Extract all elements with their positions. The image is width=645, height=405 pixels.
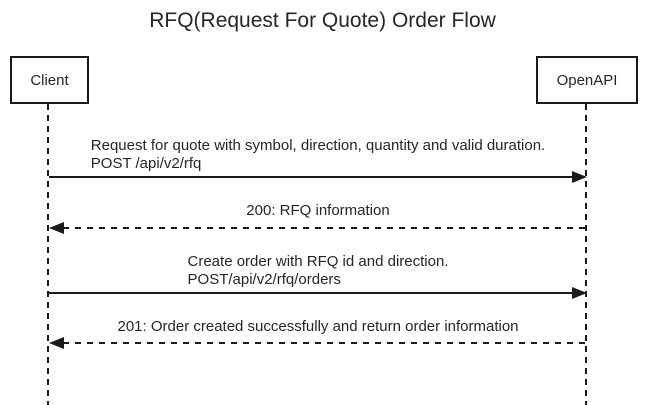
arrowhead-left-icon	[49, 222, 64, 234]
arrowhead-left-icon	[49, 337, 64, 349]
message-3-text-line-2: POST/api/v2/rfq/orders	[187, 271, 341, 288]
diagram-title: RFQ(Request For Quote) Order Flow	[149, 9, 496, 32]
openapi-lifeline	[585, 104, 587, 405]
arrowhead-right-icon	[572, 287, 587, 299]
message-1-text-line-2: POST /api/v2/rfq	[90, 155, 202, 172]
arrowhead-right-icon	[572, 171, 587, 183]
actor-openapi-box: OpenAPI	[536, 56, 638, 104]
message-4-text-line-1: 201: Order created successfully and retu…	[117, 318, 519, 335]
message-3-label: Create order with RFQ id and direction. …	[49, 253, 587, 289]
message-4-label: 201: Order created successfully and retu…	[49, 318, 587, 336]
message-3-text-line-1: Create order with RFQ id and direction.	[187, 253, 449, 270]
message-2-arrow-line	[63, 227, 587, 229]
message-2-text-line-1: 200: RFQ information	[246, 202, 390, 219]
message-4-arrow-line	[63, 342, 587, 344]
actor-client-box: Client	[10, 56, 89, 104]
message-1-text-line-1: Request for quote with symbol, direction…	[90, 137, 546, 154]
message-3-arrow-line	[49, 292, 573, 294]
message-1-label: Request for quote with symbol, direction…	[49, 137, 587, 173]
message-2-label: 200: RFQ information	[49, 202, 587, 220]
client-lifeline	[47, 104, 49, 405]
actor-openapi-label: OpenAPI	[556, 71, 618, 89]
message-1-arrow-line	[49, 176, 573, 178]
actor-client-label: Client	[30, 71, 69, 89]
